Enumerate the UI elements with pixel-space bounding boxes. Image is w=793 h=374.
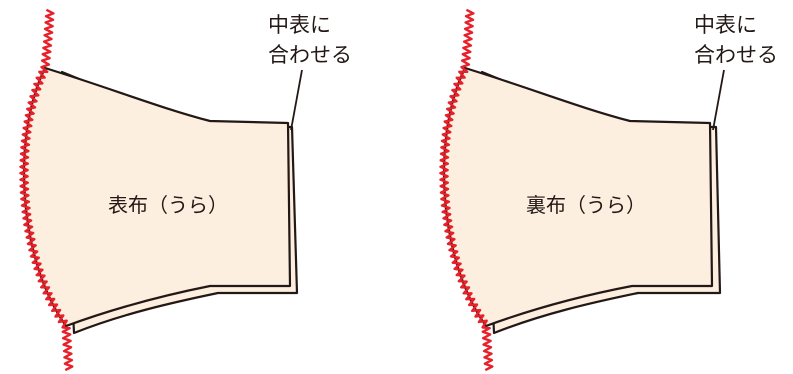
- zigzag-stitch-line: [19, 8, 74, 372]
- note-label-line2: 合わせる: [694, 43, 778, 67]
- panel-lining-fabric: 裏布（うら） 中表に 合わせる: [439, 8, 778, 372]
- leader-line: [712, 69, 725, 131]
- note-label-line1: 中表に: [268, 13, 331, 37]
- note-label-line1: 中表に: [694, 13, 757, 37]
- leader-line: [290, 69, 303, 131]
- note-label-line2: 合わせる: [268, 43, 352, 67]
- zigzag-stitch-line: [439, 8, 494, 372]
- fabric-label: 裏布（うら）: [526, 193, 646, 217]
- panel-outer-fabric: 表布（うら） 中表に 合わせる: [19, 8, 352, 372]
- fabric-label: 表布（うら）: [108, 193, 228, 217]
